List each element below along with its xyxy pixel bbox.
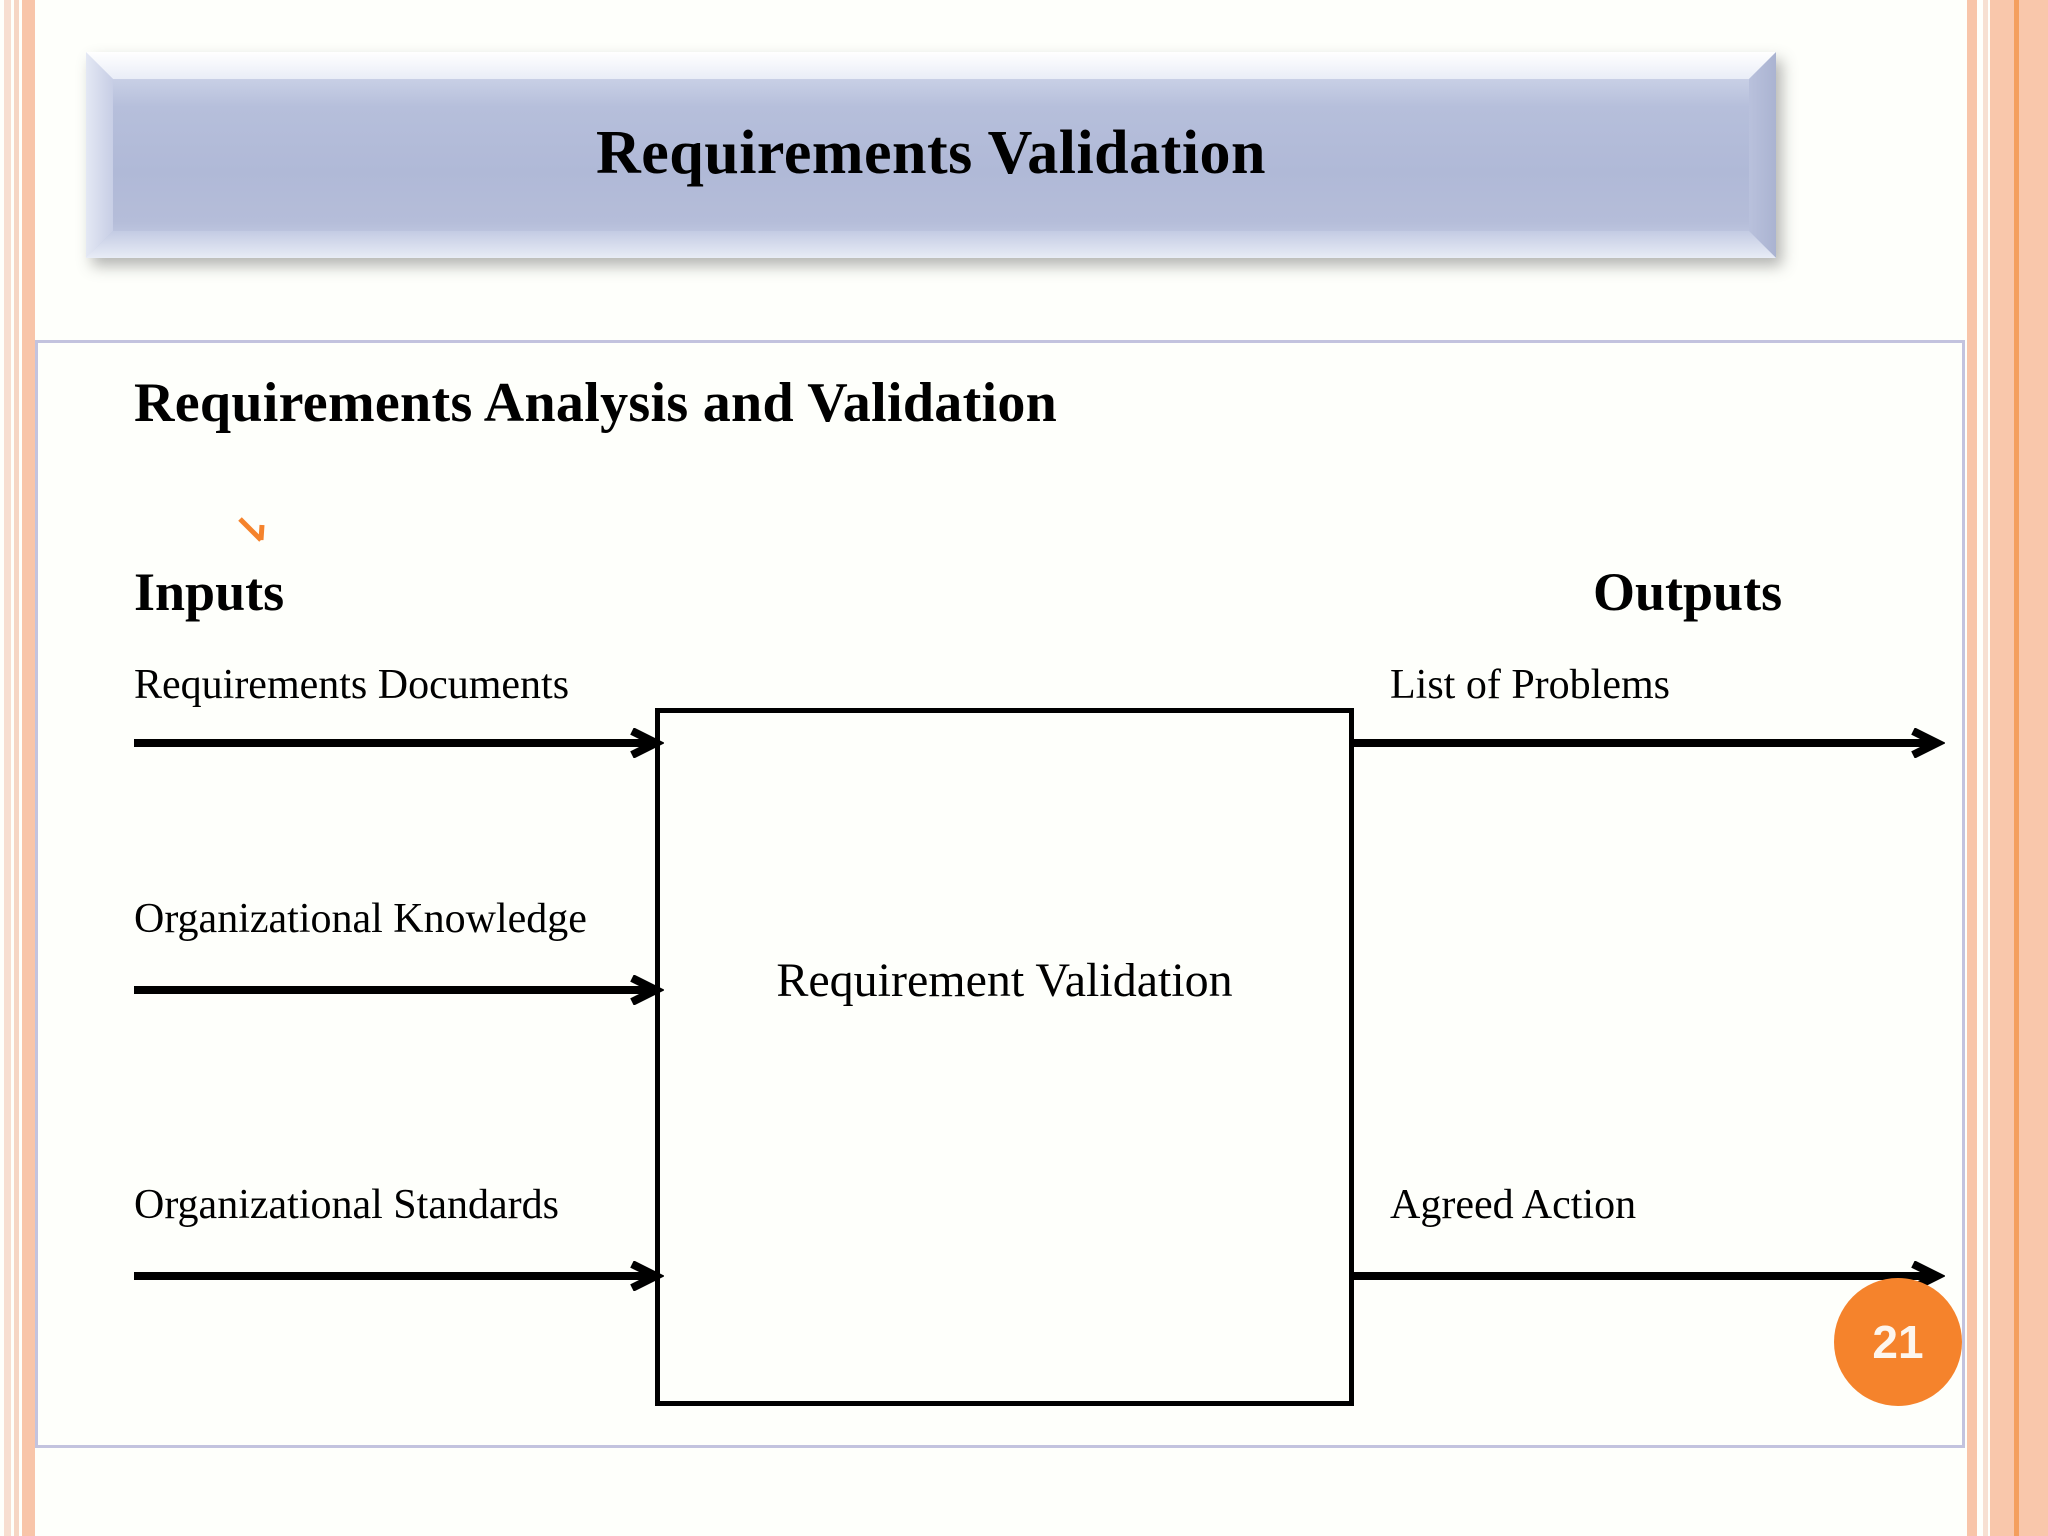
right-edge-stripe-3 <box>1990 0 2014 1536</box>
process-box-label: Requirement Validation <box>776 954 1233 1007</box>
arrow-right-icon-output-2 <box>1350 1261 1945 1291</box>
bevel-top-face <box>86 52 1776 79</box>
input-label-requirements-documents: Requirements Documents <box>134 662 570 708</box>
arrow-right-icon-input-2 <box>134 975 664 1005</box>
left-edge-stripe-2 <box>14 0 19 1536</box>
output-label-agreed-action: Agreed Action <box>1390 1182 1637 1228</box>
right-edge-stripe-5 <box>2019 0 2048 1536</box>
output-label-list-of-problems: List of Problems <box>1390 662 1670 708</box>
left-edge-stripe-1 <box>4 0 11 1536</box>
title-banner: Requirements Validation <box>86 52 1776 258</box>
right-edge-stripe-1 <box>1967 0 1977 1536</box>
title-banner-bevel: Requirements Validation <box>86 52 1776 258</box>
inputs-header: Inputs <box>134 562 285 622</box>
input-label-organizational-knowledge: Organizational Knowledge <box>134 896 587 942</box>
orange-chevron-bullet-icon <box>236 515 270 549</box>
outputs-header: Outputs <box>1593 562 1783 622</box>
left-edge-stripe-3 <box>22 0 35 1536</box>
page-number-badge: 21 <box>1834 1278 1962 1406</box>
bevel-right-face <box>1749 52 1776 258</box>
arrow-right-icon-input-3 <box>134 1261 664 1291</box>
bevel-bottom-face <box>86 231 1776 258</box>
right-edge-stripe-4 <box>2014 0 2019 1536</box>
content-frame: Requirements Analysis and Validation Inp… <box>35 340 1965 1448</box>
arrow-right-icon-output-1 <box>1350 728 1945 758</box>
input-label-organizational-standards: Organizational Standards <box>134 1182 559 1228</box>
slide-title: Requirements Validation <box>595 118 1267 187</box>
section-heading: Requirements Analysis and Validation <box>134 372 1058 434</box>
right-edge-stripe-2 <box>1983 0 1988 1536</box>
process-box: Requirement Validation <box>655 708 1354 1406</box>
arrow-right-icon-input-1 <box>134 728 664 758</box>
bevel-left-face <box>86 52 113 258</box>
